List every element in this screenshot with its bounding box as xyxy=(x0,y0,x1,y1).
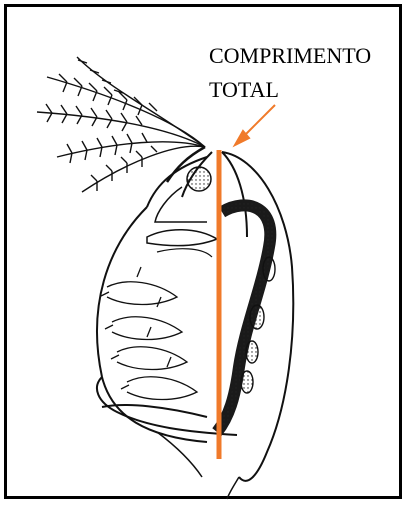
antenna-drawing xyxy=(37,57,212,197)
pointer-arrow-icon xyxy=(235,105,275,145)
legs-drawing xyxy=(101,267,207,417)
daphnia-illustration xyxy=(7,7,405,502)
figure-frame: COMPRIMENTO TOTAL xyxy=(4,4,402,499)
